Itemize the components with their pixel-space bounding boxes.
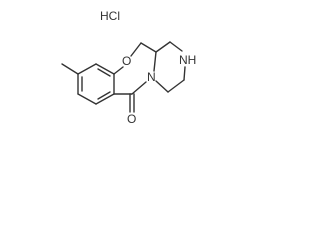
bond <box>140 42 157 53</box>
bond <box>77 63 97 75</box>
bond <box>167 79 185 93</box>
chemical-structure: HCl O NH N O <box>61 9 196 126</box>
bond <box>155 41 171 53</box>
bond <box>77 93 97 105</box>
double-bond-inner <box>97 91 111 100</box>
piperazine-ring <box>155 41 186 93</box>
bond <box>169 41 183 52</box>
salt-label: HCl <box>100 9 120 23</box>
bond <box>95 93 115 105</box>
nh-amine-label: NH <box>179 53 196 67</box>
bond <box>131 81 147 95</box>
methyl-bond <box>61 63 79 75</box>
double-bond-inner <box>97 68 111 77</box>
bond <box>113 66 124 75</box>
bond <box>130 42 142 57</box>
benzene-ring <box>77 63 115 105</box>
n-amide-label: N <box>147 70 156 84</box>
bond <box>95 63 115 75</box>
carbonyl-oxygen-label: O <box>127 112 136 126</box>
bond <box>155 80 169 93</box>
bond <box>153 51 157 72</box>
bond <box>183 66 186 81</box>
oxygen-ring-label: O <box>122 54 131 68</box>
oxazepine-ring <box>113 42 157 95</box>
